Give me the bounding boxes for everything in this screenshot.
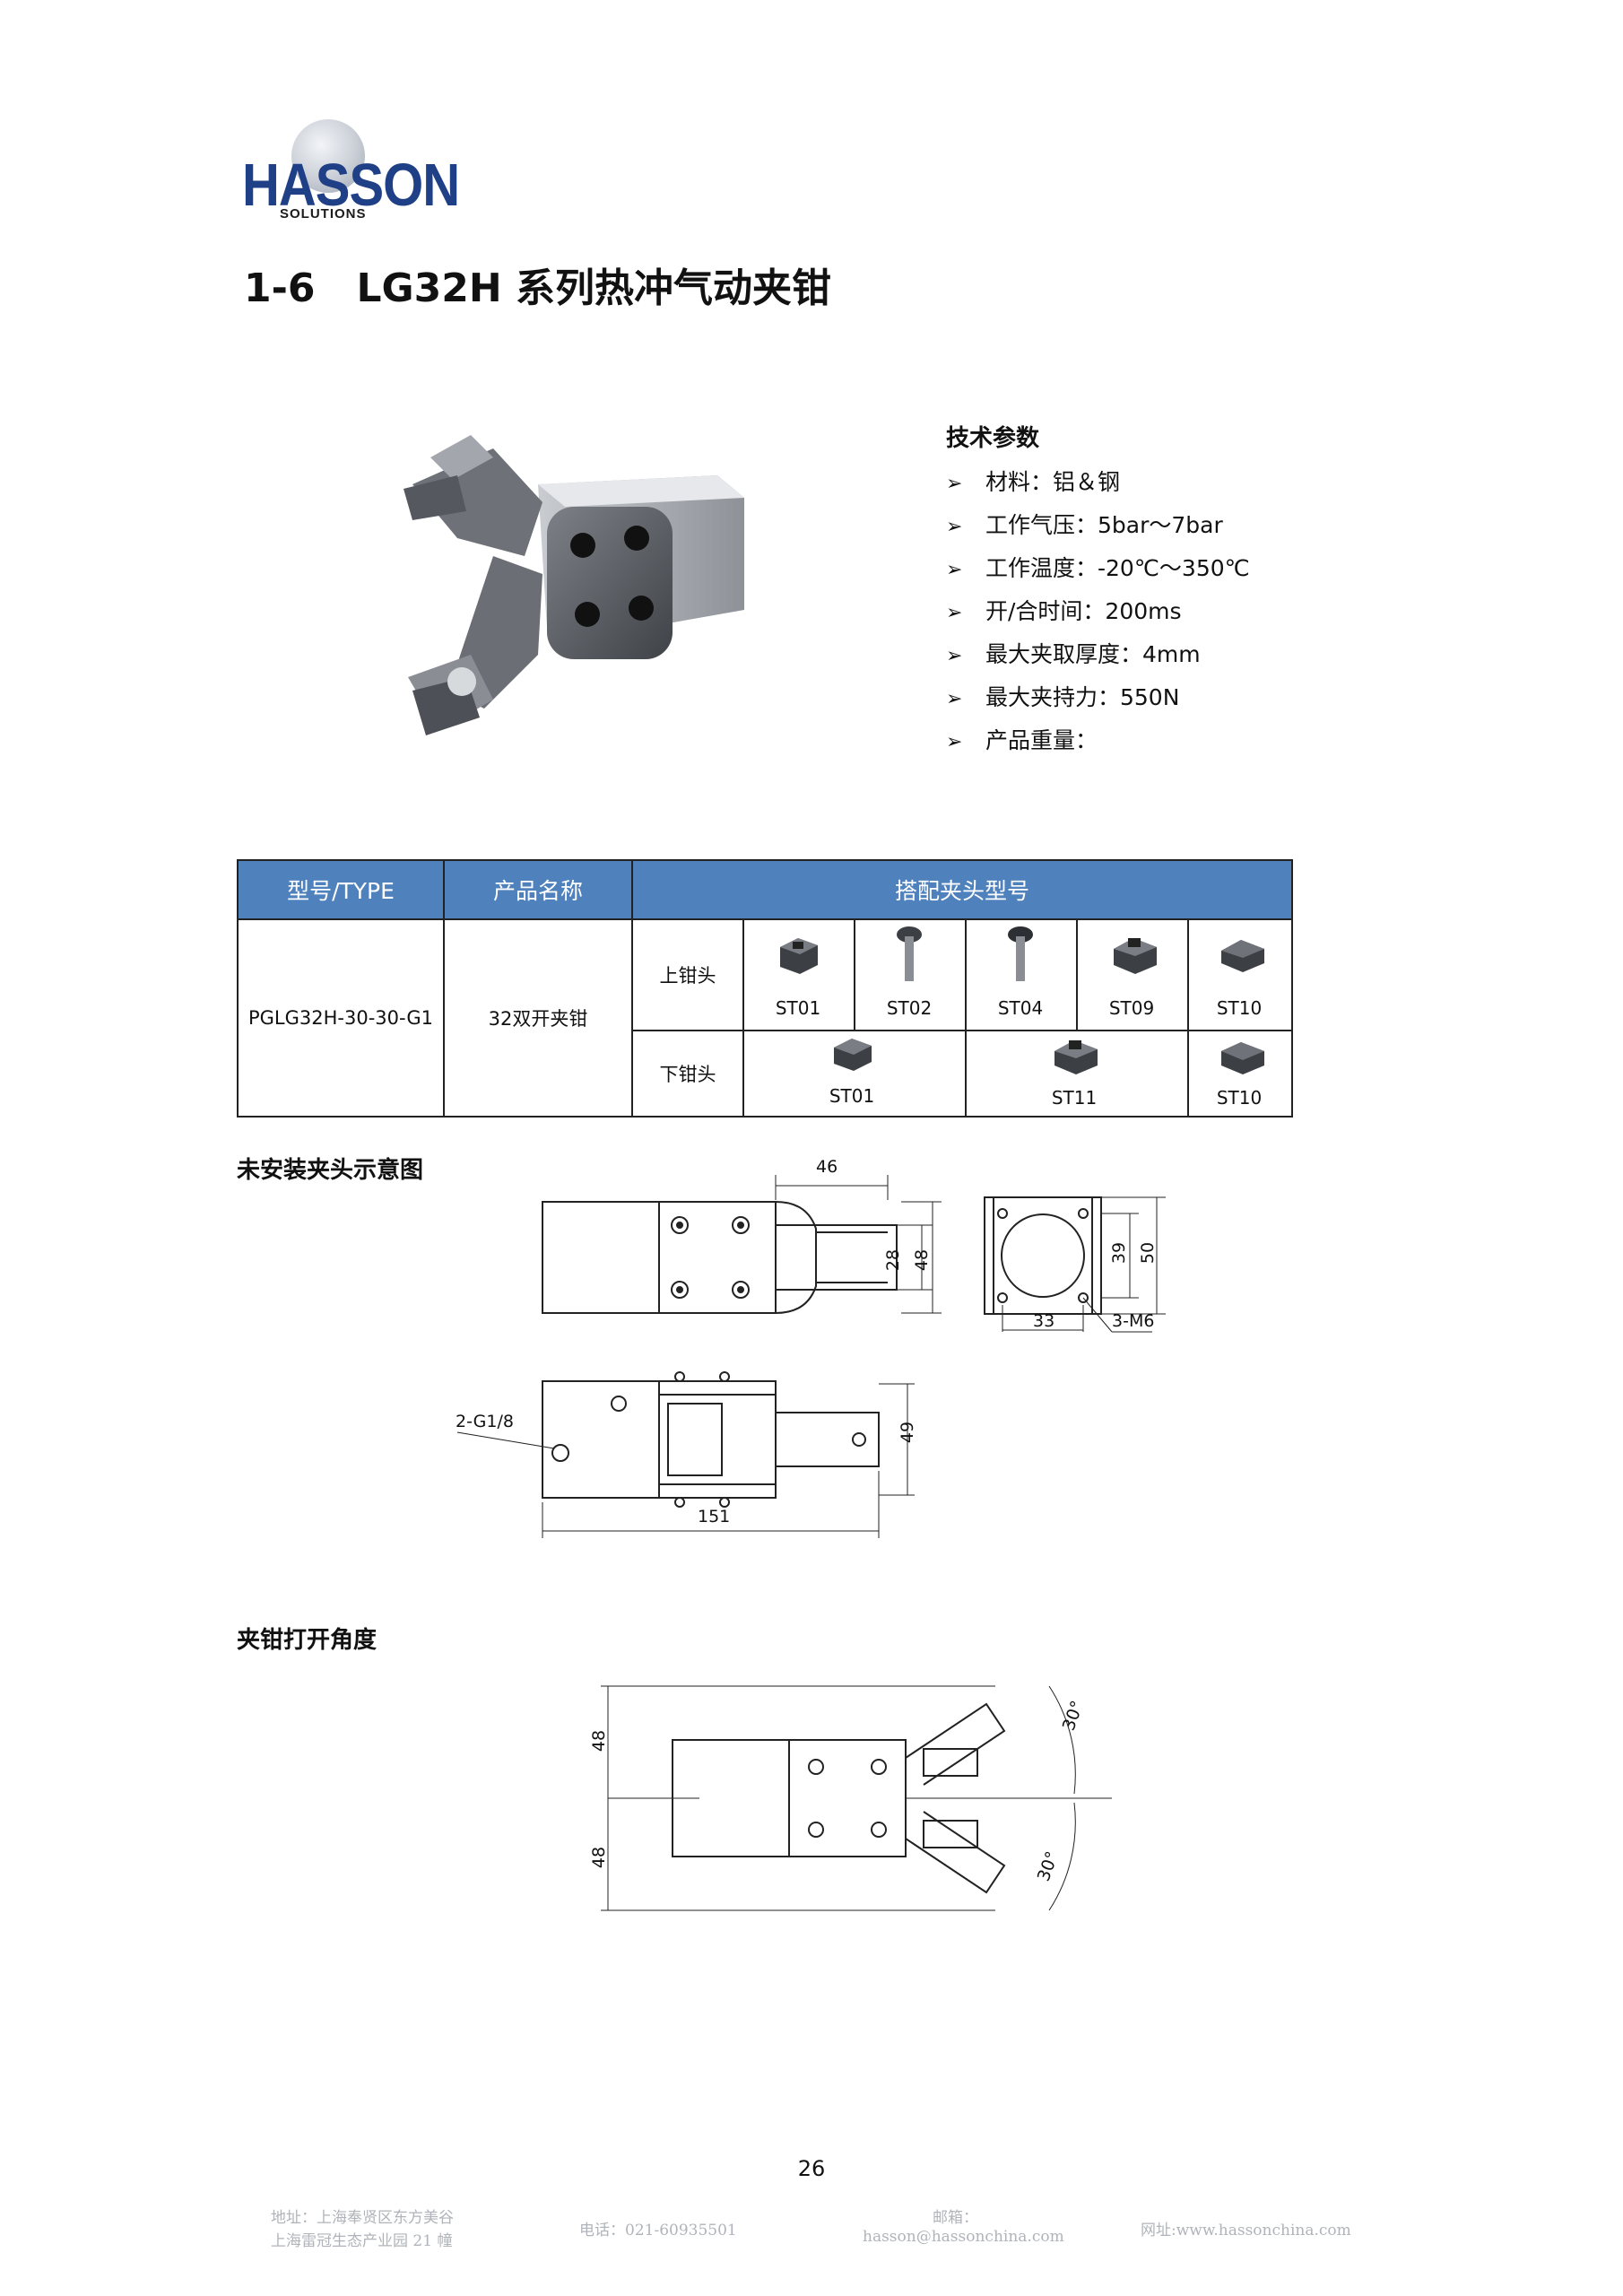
spec-text: 开/合时间：200ms [985, 598, 1182, 624]
port-note: 2-G1/8 [456, 1412, 514, 1431]
footer-email: hasson@hassonchina.com [863, 2228, 1064, 2246]
section-number: 1-6 [244, 265, 316, 311]
spec-text: 最大夹取厚度：4mm [985, 641, 1201, 667]
dim-48-bottom: 48 [589, 1846, 610, 1869]
spec-thickness: ➢ 最大夹取厚度：4mm [946, 637, 1201, 669]
spec-force: ➢ 最大夹持力：550N [946, 680, 1179, 712]
arrow-bullet-icon: ➢ [946, 645, 963, 667]
dim-48: 48 [912, 1248, 933, 1272]
footer-phone: 电话：021-60935501 [579, 2222, 737, 2239]
drawing-front-view [456, 1371, 915, 1538]
model-cell: PGLG32H-30-30-G1 [247, 1007, 433, 1029]
spec-text: 材料：铝＆钢 [985, 469, 1121, 495]
tip-label: ST10 [1216, 997, 1263, 1019]
arrow-bullet-icon: ➢ [946, 688, 963, 710]
arrow-bullet-icon: ➢ [946, 731, 963, 753]
tip-st01-icon [780, 938, 818, 974]
arrow-bullet-icon: ➢ [946, 473, 963, 495]
arrow-bullet-icon: ➢ [946, 516, 963, 538]
tip-st04-icon [1008, 926, 1033, 981]
spec-text: 工作气压：5bar～7bar [985, 512, 1223, 538]
dim-49: 49 [898, 1421, 918, 1444]
tip-label: ST01 [829, 1085, 875, 1107]
drawing-top-view [542, 1175, 942, 1314]
spec-material: ➢ 材料：铝＆钢 [946, 465, 1120, 497]
tip-st10-icon [1221, 1042, 1264, 1074]
tip-label: ST09 [1108, 997, 1155, 1019]
gripper-product-image [404, 435, 744, 735]
dim-48-top: 48 [589, 1729, 610, 1752]
product-table: 型号/TYPE 产品名称 搭配夹头型号 PGLG32H-30-30-G1 32双… [237, 859, 1293, 1118]
tip-st11-icon [1055, 1040, 1098, 1074]
dim-28: 28 [883, 1248, 904, 1272]
tip-st10-icon [1221, 940, 1264, 972]
hole-note: 3-M6 [1112, 1311, 1155, 1331]
spec-text: 工作温度：-20℃～350℃ [985, 555, 1250, 581]
tip-st02-icon [897, 926, 922, 981]
tip-st09-icon [1114, 938, 1157, 974]
drawing-side-view [984, 1196, 1166, 1333]
footer-website: 网址:www.hassonchina.com [1141, 2222, 1351, 2239]
dim-46: 46 [816, 1157, 838, 1177]
upper-jaw-label: 上钳头 [659, 965, 716, 987]
spec-pressure: ➢ 工作气压：5bar～7bar [946, 508, 1223, 540]
spec-text: 最大夹持力：550N [985, 684, 1180, 710]
logo-brand: HASSON [242, 152, 460, 219]
tip-label: ST02 [886, 997, 933, 1019]
section-title-opening-angle: 夹钳打开角度 [237, 1627, 378, 1654]
lower-jaw-label: 下钳头 [659, 1064, 716, 1085]
tip-st01-icon [834, 1039, 872, 1071]
page-title: 1-6 LG32H 系列热冲气动夹钳 [244, 256, 831, 313]
logo-subtitle: SOLUTIONS [280, 206, 367, 222]
arrow-bullet-icon: ➢ [946, 602, 963, 624]
footer-address-line1: 地址：上海奉贤区东方美谷 [271, 2209, 454, 2227]
footer-email-label: 邮箱： [933, 2209, 978, 2227]
tip-label: ST04 [997, 997, 1044, 1019]
globe-icon [291, 119, 365, 193]
dim-50: 50 [1138, 1241, 1159, 1265]
dim-151: 151 [698, 1507, 731, 1526]
arrow-bullet-icon: ➢ [946, 559, 963, 581]
page-number: 26 [797, 2156, 826, 2181]
header-type: 型号/TYPE [239, 861, 445, 918]
header-tips: 搭配夹头型号 [633, 861, 1291, 918]
title-text: LG32H 系列热冲气动夹钳 [356, 265, 832, 311]
drawing-opening-angle [601, 1685, 1112, 1911]
section-title-uninstalled: 未安装夹头示意图 [237, 1157, 424, 1184]
spec-temperature: ➢ 工作温度：-20℃～350℃ [946, 551, 1250, 583]
spec-text: 产品重量： [985, 727, 1098, 753]
product-name-cell: 32双开夹钳 [488, 1008, 588, 1030]
tip-label: ST11 [1051, 1087, 1098, 1109]
company-logo: HASSON SOLUTIONS [242, 115, 460, 222]
dim-39: 39 [1109, 1241, 1130, 1265]
tip-label: ST01 [775, 997, 821, 1019]
spec-time: ➢ 开/合时间：200ms [946, 594, 1182, 626]
spec-weight: ➢ 产品重量： [946, 723, 1098, 755]
tip-label: ST10 [1216, 1087, 1263, 1109]
dim-33: 33 [1033, 1311, 1055, 1331]
footer-address-line2: 上海雷冠生态产业园 21 幢 [271, 2232, 453, 2250]
specs-heading: 技术参数 [946, 425, 1040, 452]
header-name: 产品名称 [445, 861, 633, 918]
